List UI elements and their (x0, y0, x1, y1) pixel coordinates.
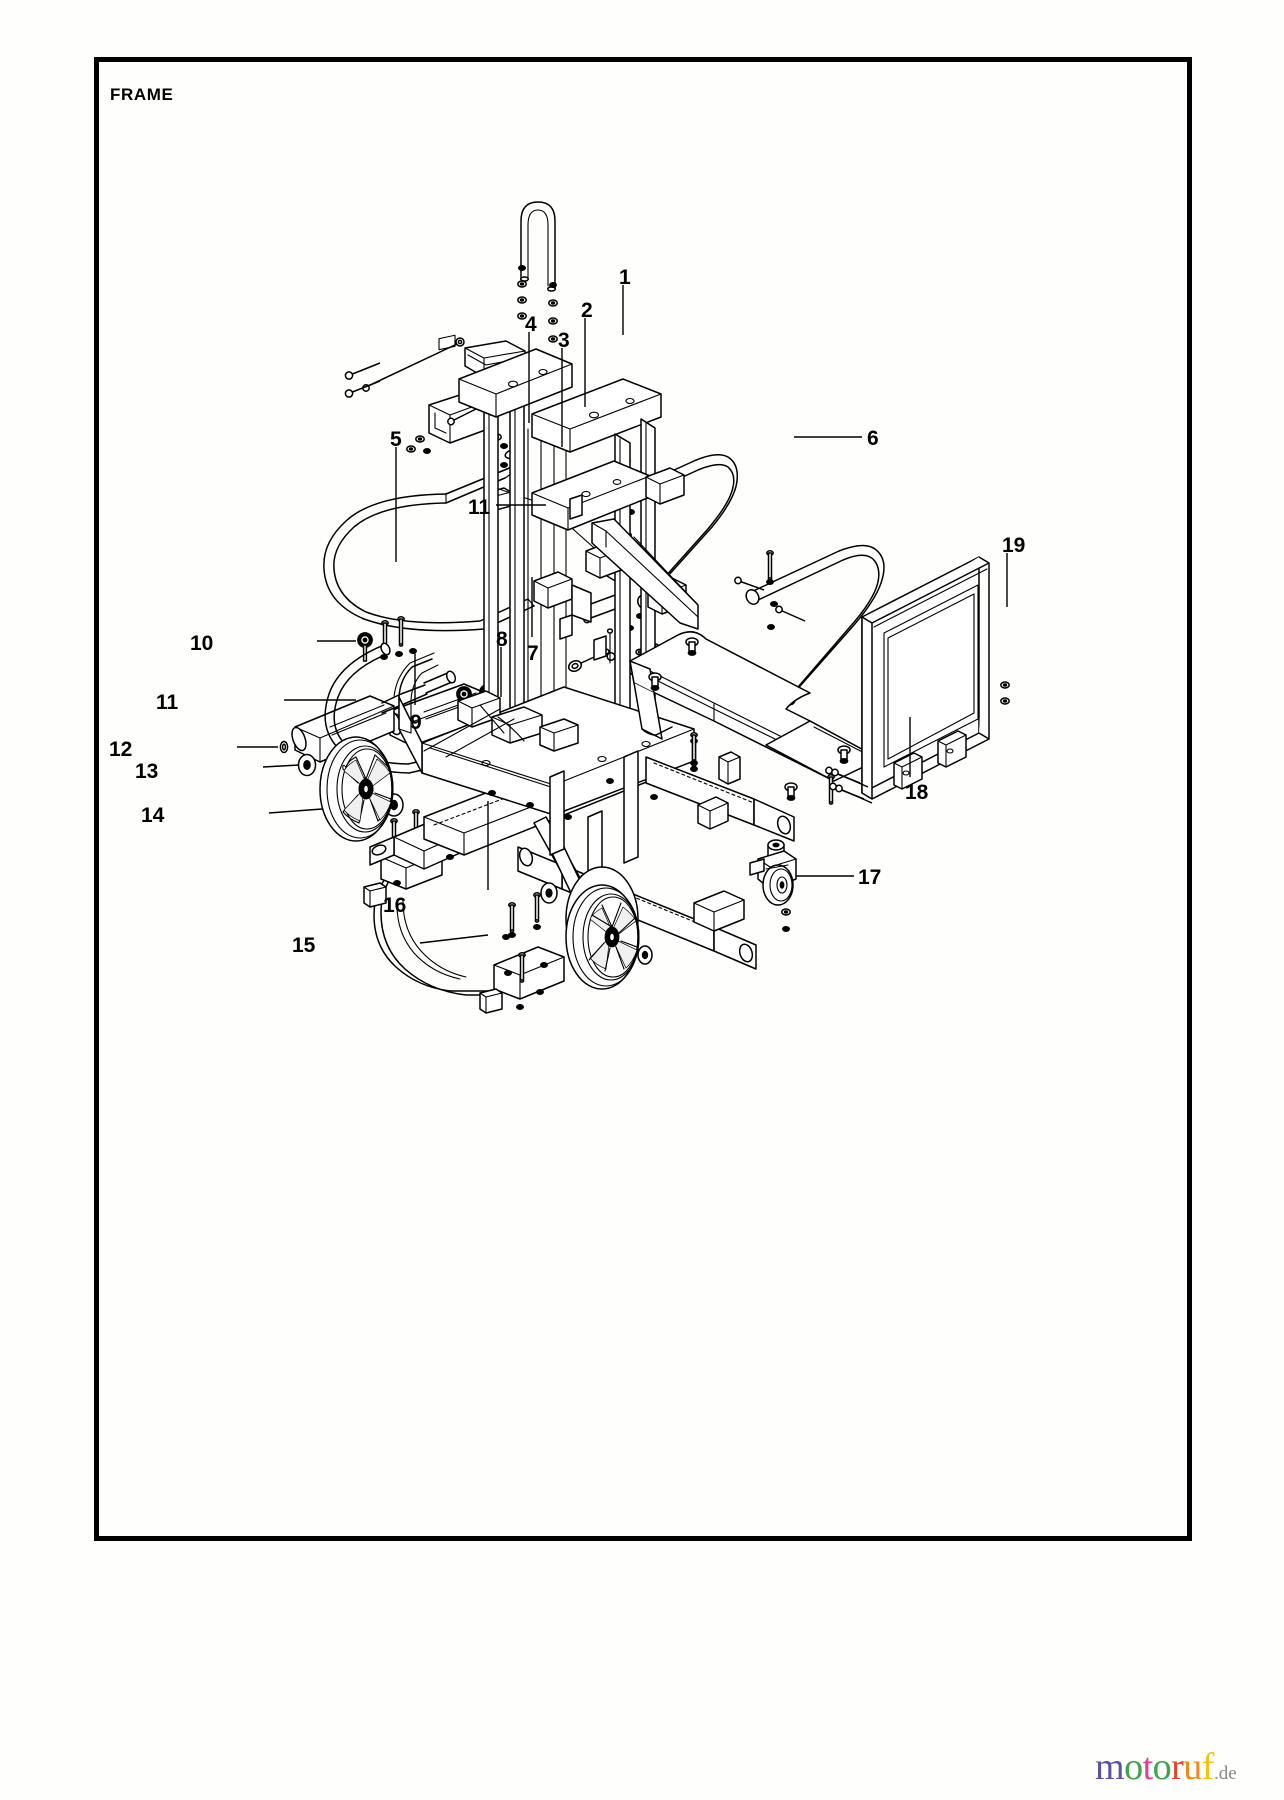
callout-14: 14 (141, 804, 165, 827)
callout-10: 10 (190, 632, 214, 655)
callout-2: 2 (581, 299, 593, 322)
watermark-letter-f: f (1201, 1746, 1215, 1788)
callout-16: 16 (383, 894, 407, 917)
watermark-letter-o1: o (1124, 1746, 1143, 1788)
callout-11-lower: 11 (156, 691, 179, 714)
callout-7: 7 (527, 642, 539, 665)
page-title: FRAME (110, 85, 174, 104)
callout-4: 4 (525, 313, 537, 336)
watermark-letter-u: u (1183, 1746, 1202, 1788)
callout-15: 15 (292, 934, 316, 957)
callout-18: 18 (905, 781, 929, 804)
watermark-letter-t: t (1142, 1746, 1154, 1788)
callout-9: 9 (410, 711, 422, 734)
callout-11-upper: 11 (468, 496, 491, 519)
diagram-border-frame (94, 57, 1192, 1541)
motoruf-watermark: motoruf.de (1095, 1748, 1237, 1786)
callout-1: 1 (619, 266, 631, 289)
watermark-letter-m: m (1095, 1746, 1125, 1788)
watermark-tld: .de (1213, 1763, 1237, 1784)
drawing-type: exploded parts assembly diagram (0, 0, 1, 1)
callout-8: 8 (496, 628, 508, 651)
watermark-letter-r: r (1171, 1746, 1184, 1788)
callout-6: 6 (867, 427, 879, 450)
callout-5: 5 (390, 428, 402, 451)
drawing-subject: cart / lifter frame assembly (0, 0, 1, 1)
callout-17: 17 (858, 866, 882, 889)
callout-19: 19 (1002, 534, 1026, 557)
callout-13: 13 (135, 760, 159, 783)
callout-3: 3 (558, 329, 570, 352)
callout-12: 12 (109, 738, 133, 761)
watermark-letter-o2: o (1152, 1746, 1172, 1788)
